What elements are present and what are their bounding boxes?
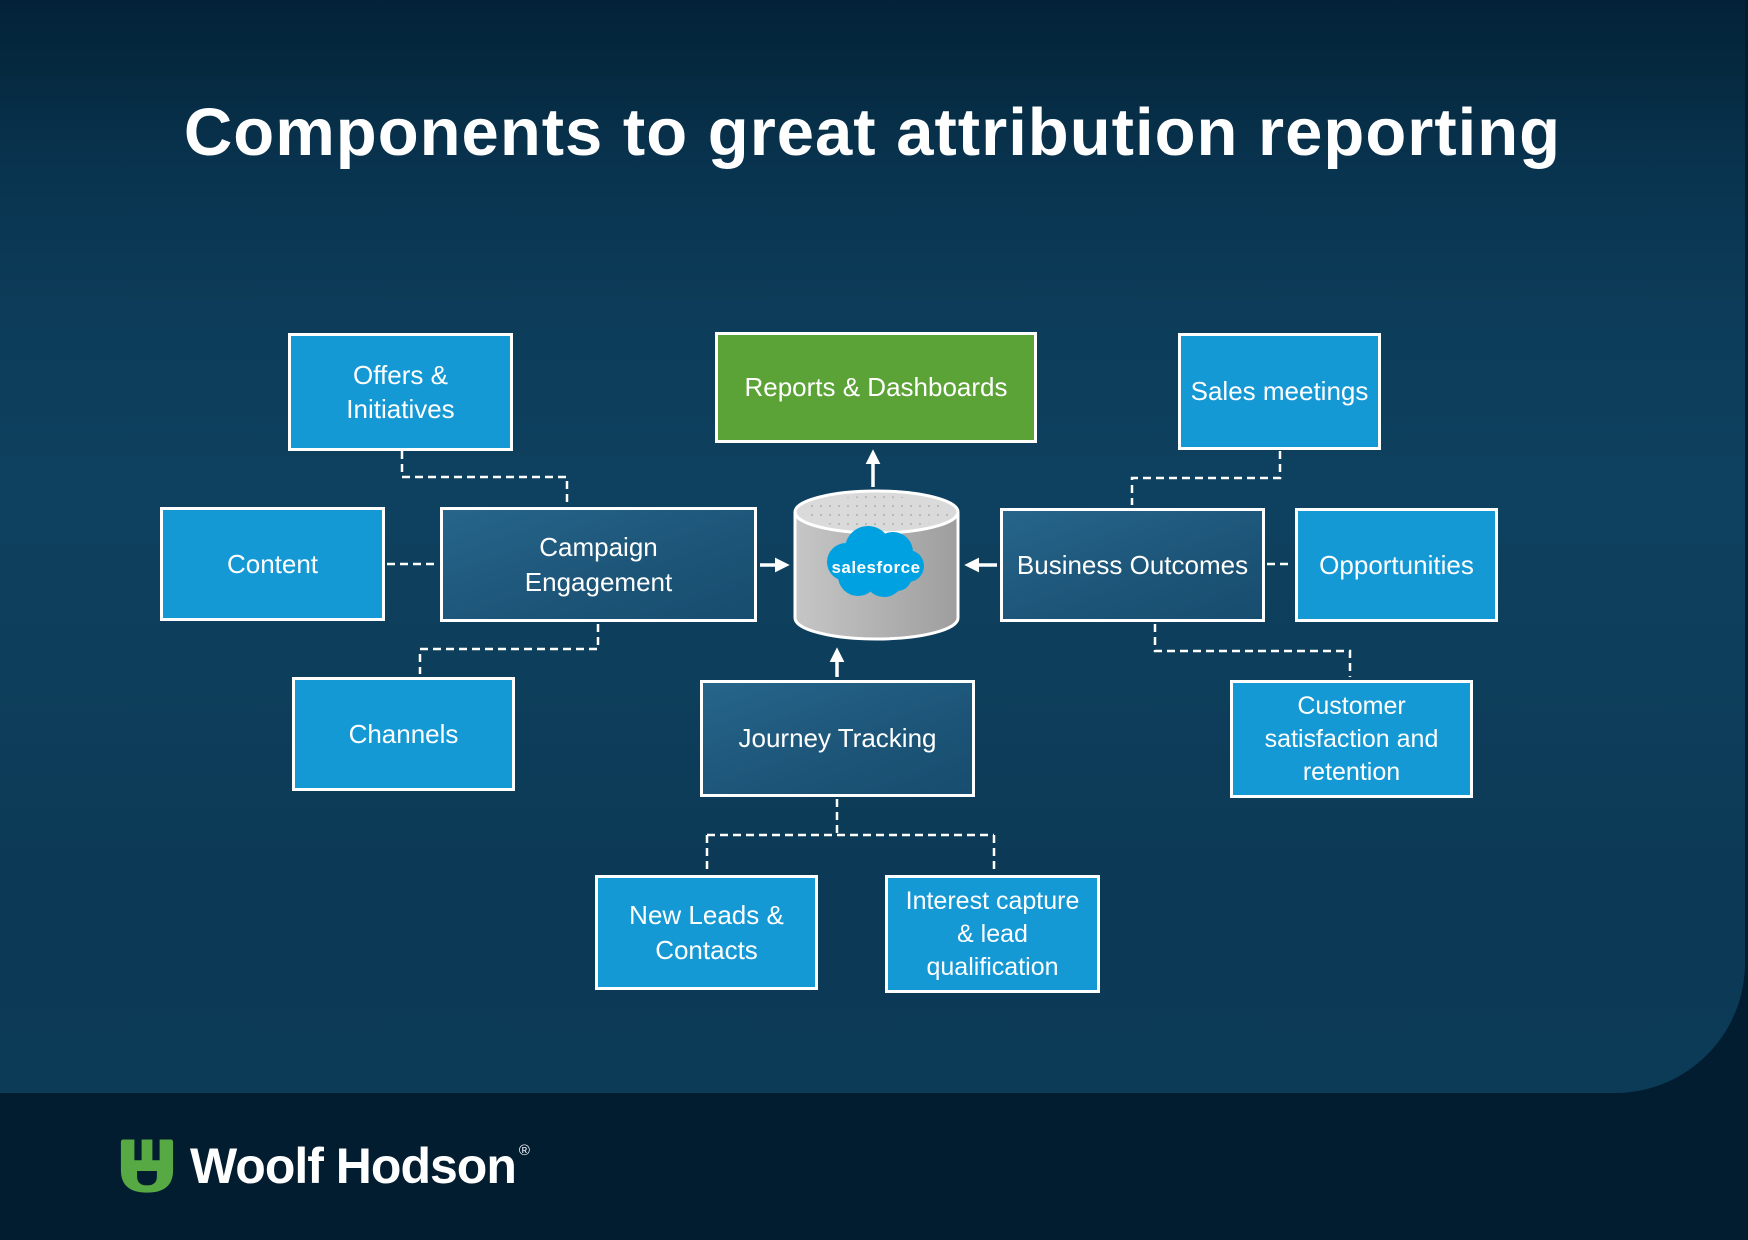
node-label: Customer satisfaction and retention [1264,691,1439,786]
node-label: Campaign Engagement [524,532,673,597]
node-interest-capture-lead-qualification: Interest capture & lead qualification [885,875,1100,993]
node-label: Journey Tracking [738,723,937,754]
node-channels: Channels [292,677,515,791]
node-content: Content [160,507,385,621]
node-new-leads-contacts: New Leads & Contacts [595,875,818,990]
node-campaign-engagement: Campaign Engagement [440,507,757,622]
node-label: Offers & Initiatives [346,359,455,424]
node-reports-dashboards: Reports & Dashboards [715,332,1037,443]
node-opportunities: Opportunities [1295,508,1498,622]
node-journey-tracking: Journey Tracking [700,680,975,797]
node-label: Channels [348,718,459,749]
node-label: Interest capture & lead qualification [905,886,1080,981]
node-offers-initiatives: Offers & Initiatives [288,333,513,451]
node-sales-meetings: Sales meetings [1178,333,1381,450]
slide-title: Components to great attribution reportin… [183,95,1562,170]
woolf-hodson-logomark-icon [120,1139,174,1193]
node-label: Business Outcomes [1016,549,1249,580]
node-business-outcomes: Business Outcomes [1000,508,1265,622]
brand-logo: Woolf Hodson® [120,1136,530,1196]
node-label: New Leads & Contacts [629,900,784,965]
registered-trademark: ® [518,1142,530,1159]
node-label: Sales meetings [1190,376,1369,407]
node-label: Content [226,548,319,579]
node-label: Opportunities [1319,549,1474,580]
brand-name: Woolf Hodson® [190,1141,530,1191]
node-label: Reports & Dashboards [744,372,1008,403]
node-customer-satisfaction-retention: Customer satisfaction and retention [1230,680,1473,798]
brand-name-text: Woolf Hodson [190,1138,517,1194]
